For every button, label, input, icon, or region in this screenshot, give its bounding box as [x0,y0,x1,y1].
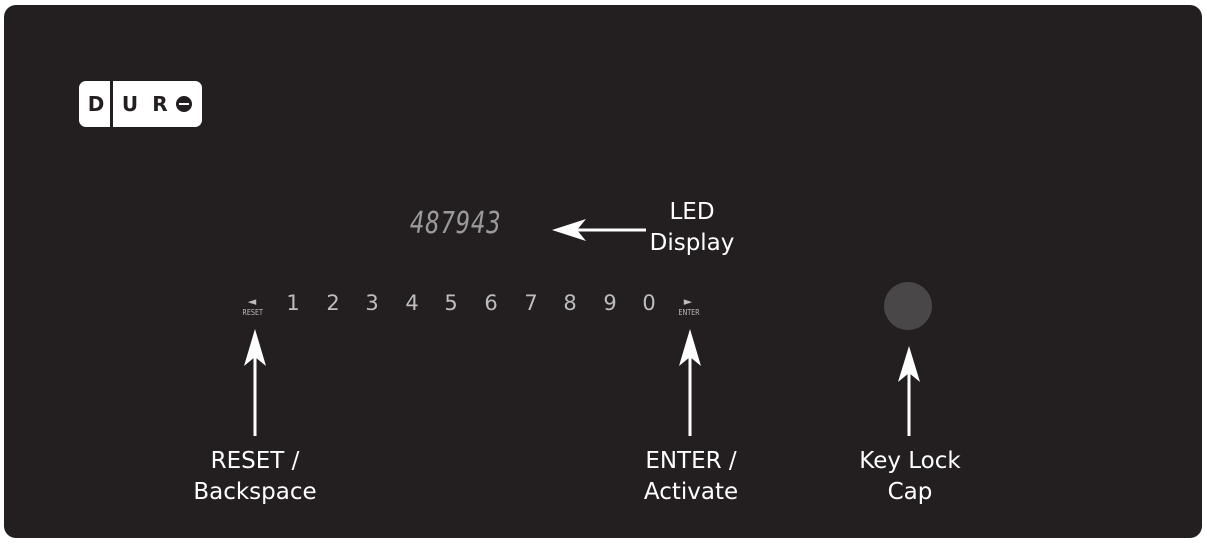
keylock-label-line-1: Key Lock [859,448,961,474]
digit-key-3[interactable]: 3 [365,291,379,315]
digit-key-6[interactable]: 6 [484,291,498,315]
digit-key-8[interactable]: 8 [563,291,577,315]
enter-label-line-2: Activate [643,479,739,505]
digit-key-2[interactable]: 2 [326,291,340,315]
reset-key[interactable]: ◄ RESET [240,295,264,318]
enter-key-label: ENTER [678,308,700,317]
left-triangle-icon: ◄ [247,295,257,308]
digit-key-4[interactable]: 4 [405,291,419,315]
logo-letter-u: U [121,92,139,116]
reset-key-label: RESET [242,308,263,317]
circle-minus-icon [176,96,192,112]
enter-key[interactable]: ► ENTER [676,295,700,318]
reset-label-line-2: Backspace [193,479,317,505]
enter-arrow [679,329,701,436]
led-display: 487943 [410,206,502,241]
digit-key-0[interactable]: 0 [642,291,656,315]
digit-key-9[interactable]: 9 [603,291,617,315]
keylock-label: Key Lock Cap [830,446,990,508]
logo-separator [110,81,113,127]
digit-key-1[interactable]: 1 [286,291,300,315]
enter-label: ENTER / Activate [611,446,771,508]
enter-label-line-1: ENTER / [645,448,737,474]
reset-arrow [244,329,266,436]
led-label-line-2: Display [649,230,735,256]
digit-key-5[interactable]: 5 [444,291,458,315]
keypad-panel [4,5,1202,538]
keylock-label-line-2: Cap [887,479,933,505]
led-arrow [552,219,646,241]
reset-label: RESET / Backspace [175,446,335,508]
led-display-label: LED Display [632,197,752,259]
reset-label-line-1: RESET / [210,448,300,474]
key-lock-cap[interactable] [884,282,932,330]
logo-letter-d: D [87,92,105,116]
logo-letter-r: R [152,92,168,116]
digit-key-7[interactable]: 7 [524,291,538,315]
led-label-line-1: LED [669,199,715,225]
keylock-arrow [898,346,920,436]
right-triangle-icon: ► [683,295,693,308]
